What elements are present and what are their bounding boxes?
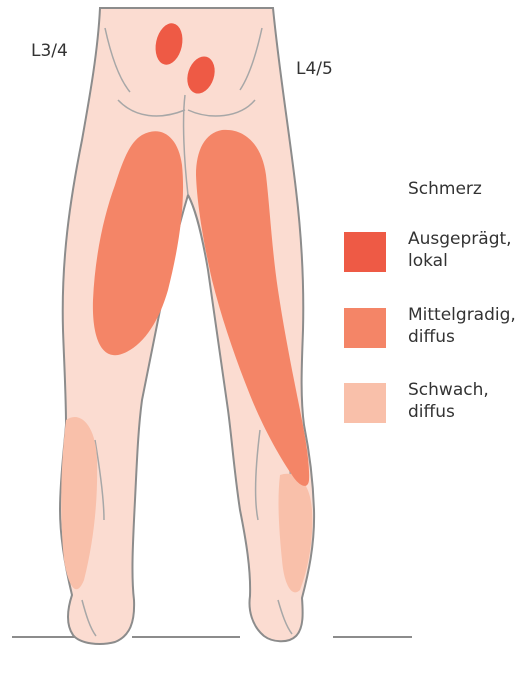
legend-strong-line1: Ausgeprägt, xyxy=(408,228,512,250)
legend-strong-line2: lokal xyxy=(408,250,512,272)
legend-swatch-medium xyxy=(344,308,386,348)
legend-weak-line1: Schwach, xyxy=(408,379,489,401)
legend-swatch-strong xyxy=(344,232,386,272)
label-l4-5: L4/5 xyxy=(296,58,333,80)
legend-weak-line2: diffus xyxy=(408,401,489,423)
legend-medium-line2: diffus xyxy=(408,326,516,348)
legend-medium-line1: Mittelgradig, xyxy=(408,304,516,326)
legend-title: Schmerz xyxy=(408,178,482,200)
legend-swatch-weak xyxy=(344,383,386,423)
label-l3-4: L3/4 xyxy=(31,40,68,62)
